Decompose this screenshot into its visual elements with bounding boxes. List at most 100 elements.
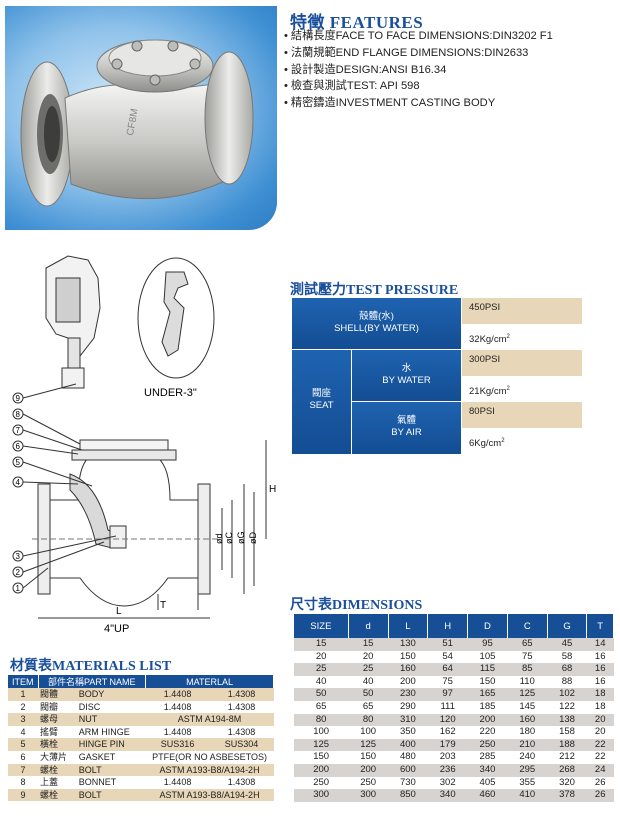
- material-cell-zh: 橫栓: [38, 738, 77, 751]
- dim-header-h: H: [427, 614, 469, 638]
- dimension-cell: 320: [547, 776, 587, 790]
- dimension-cell: 75: [427, 675, 468, 689]
- dimension-cell: 115: [467, 663, 508, 676]
- dimension-cell: 58: [547, 650, 587, 664]
- mat-header-item: ITEM: [8, 675, 39, 688]
- air-kg-value: 6Kg/cm: [469, 438, 502, 450]
- material-cell-zh: 大薄片: [38, 750, 77, 764]
- dimension-cell: 300: [294, 789, 349, 802]
- material-cell-item: 5: [8, 738, 38, 751]
- valve-photo-illustration: CF8M: [20, 39, 254, 207]
- materials-title: 材質表MATERIALS LIST: [10, 659, 172, 674]
- callout-label: 4: [16, 478, 21, 487]
- callout-label: 6: [16, 442, 21, 451]
- dim-header-t: T: [586, 614, 614, 638]
- shell-zh: 殼體(水): [359, 311, 394, 322]
- features-list: 結構長度FACE TO FACE DIMENSIONS:DIN3202 F1 法…: [284, 28, 553, 112]
- dimensions-header-row: SIZE d L H D C G T: [294, 614, 614, 638]
- feature-item: 結構長度FACE TO FACE DIMENSIONS:DIN3202 F1: [284, 28, 553, 45]
- dimension-cell: 160: [507, 713, 548, 727]
- shell-psi: 450PSI: [462, 298, 582, 324]
- callout-label: 3: [16, 552, 21, 561]
- dimension-cell: 165: [467, 688, 508, 701]
- dimension-cell: 200: [388, 675, 428, 689]
- by-water-cell: 水 BY WATER: [352, 350, 462, 402]
- dimension-cell: 122: [547, 700, 587, 714]
- dimension-cell: 22: [586, 738, 614, 752]
- dimension-cell: 20: [294, 650, 349, 664]
- 4-up-label: 4"UP: [104, 623, 129, 635]
- dim-header-dd: D: [467, 614, 508, 638]
- dimension-cell: 111: [427, 700, 468, 714]
- dimension-cell: 600: [388, 763, 428, 777]
- dimension-cell: 179: [427, 738, 468, 752]
- dimension-cell: 355: [507, 776, 548, 790]
- dimension-cell: 212: [547, 751, 587, 764]
- material-cell-en: ARM HINGE: [76, 725, 146, 739]
- dimension-cell: 250: [294, 776, 349, 790]
- dimension-cell: 20: [586, 726, 614, 739]
- dimension-cell: 220: [467, 726, 508, 739]
- dim-T-label: T: [160, 600, 166, 611]
- dimension-cell: 480: [388, 751, 428, 764]
- dimension-cell: 730: [388, 776, 428, 790]
- svg-text:CF8M: CF8M: [125, 108, 141, 137]
- dimension-cell: 250: [348, 776, 389, 790]
- callout-label: 1: [16, 584, 21, 593]
- dimension-cell: 180: [507, 726, 548, 739]
- dimension-cell: 285: [467, 751, 508, 764]
- material-cell-m2: SUS304: [209, 738, 274, 751]
- material-cell-m2: 1.4308: [209, 725, 274, 739]
- dimension-cell: 15: [294, 638, 349, 651]
- shell-cell: 殼體(水) SHELL(BY WATER): [292, 298, 462, 350]
- material-cell-m1: SUS316: [145, 738, 210, 751]
- material-cell-m2: 1.4308: [209, 700, 274, 714]
- dimension-cell: 145: [507, 700, 548, 714]
- dim-d-label: ød: [214, 533, 224, 544]
- dim-header-d: d: [348, 614, 389, 638]
- air-en: BY AIR: [391, 427, 422, 438]
- dimension-cell: 850: [388, 789, 428, 802]
- dimension-cell: 65: [294, 700, 349, 714]
- dimension-cell: 340: [467, 763, 508, 777]
- dimension-cell: 102: [547, 688, 587, 701]
- dimension-cell: 150: [467, 675, 508, 689]
- material-cell-zh: 閥體: [38, 688, 77, 701]
- dimension-cell: 138: [547, 713, 587, 727]
- callout-label: 2: [16, 568, 21, 577]
- water-zh: 水: [401, 363, 412, 374]
- dimension-cell: 200: [467, 713, 508, 727]
- air-kg: 6Kg/cm2: [462, 428, 582, 455]
- material-cell-item: 1: [8, 688, 38, 701]
- valve-technical-drawing: 9 8 7 6 5 4 3 2 1 UNDER-3" 4"UP L H T ød…: [12, 255, 276, 635]
- callout-group: [12, 383, 117, 594]
- dimension-cell: 80: [294, 713, 349, 727]
- dim-header-g: G: [547, 614, 588, 638]
- unit-sup: 2: [506, 334, 510, 340]
- dimension-cell: 26: [586, 789, 614, 802]
- dimension-cell: 162: [427, 726, 468, 739]
- dimension-cell: 64: [427, 663, 468, 676]
- material-cell-en: NUT: [76, 713, 146, 726]
- mat-header-material: MATERLAL: [145, 675, 274, 688]
- water-kg: 21Kg/cm2: [462, 376, 582, 402]
- dimension-cell: 110: [507, 675, 548, 689]
- water-kg-value: 21Kg/cm: [469, 386, 507, 398]
- dim-C-label: øC: [224, 532, 234, 544]
- shell-en: SHELL(BY WATER): [334, 323, 419, 334]
- dimension-cell: 295: [507, 763, 548, 777]
- dimension-cell: 40: [348, 675, 389, 689]
- materials-header-row: ITEM 部件名稱PART NAME MATERLAL: [8, 675, 274, 688]
